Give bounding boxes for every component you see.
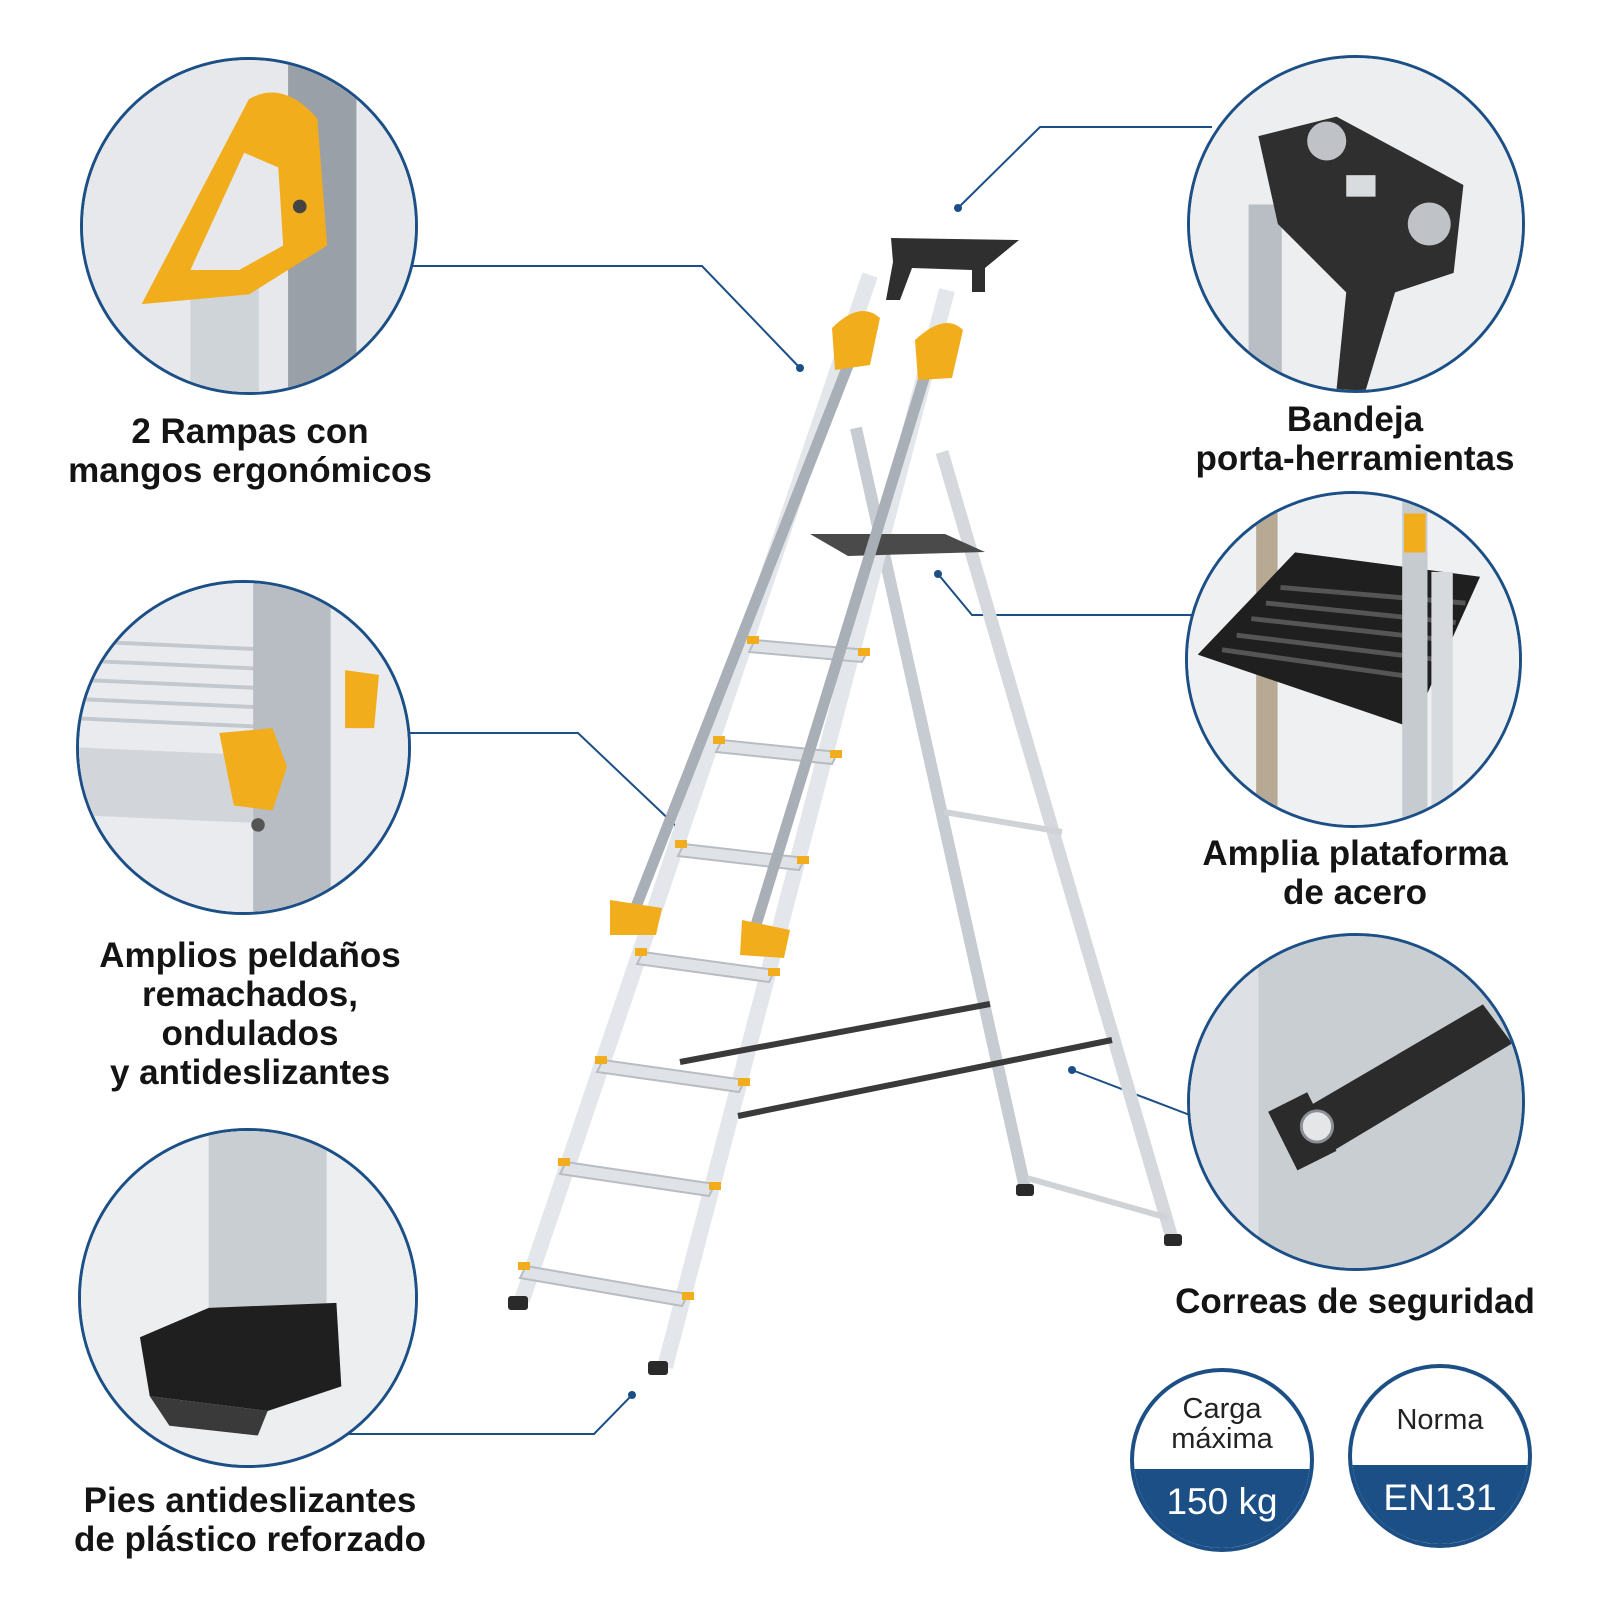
detail-circle-steps <box>76 580 411 915</box>
feature-label-straps: Correas de seguridad <box>1175 1282 1535 1321</box>
ridged-step-icon <box>79 583 408 912</box>
feature-label-handles: 2 Rampas con mangos ergonómicos <box>68 412 432 490</box>
tool-tray-icon <box>1190 58 1522 390</box>
detail-circle-straps <box>1187 933 1525 1271</box>
norm-value: EN131 <box>1352 1464 1528 1544</box>
max-load-badge: Carga máxima 150 kg <box>1130 1368 1314 1552</box>
detail-circle-feet <box>78 1128 418 1468</box>
norm-caption: Norma <box>1396 1404 1484 1437</box>
feature-label-tray: Bandeja porta-herramientas <box>1195 400 1515 478</box>
safety-strap-icon <box>1190 936 1522 1268</box>
rubber-foot-icon <box>81 1131 415 1465</box>
norm-badge: Norma EN131 <box>1348 1364 1532 1548</box>
feature-label-feet: Pies antideslizantes de plástico reforza… <box>73 1481 427 1559</box>
max-load-value: 150 kg <box>1134 1468 1310 1548</box>
max-load-caption: Carga máxima <box>1171 1393 1273 1456</box>
detail-circle-platform <box>1185 491 1522 828</box>
feature-label-steps: Amplios peldaños remachados, ondulados y… <box>99 936 401 1092</box>
detail-circle-tray <box>1187 55 1525 393</box>
steel-platform-icon <box>1188 494 1519 825</box>
yellow-handle-icon <box>83 60 415 392</box>
feature-label-platform: Amplia plataforma de acero <box>1202 834 1508 912</box>
detail-circle-handles <box>80 57 418 395</box>
